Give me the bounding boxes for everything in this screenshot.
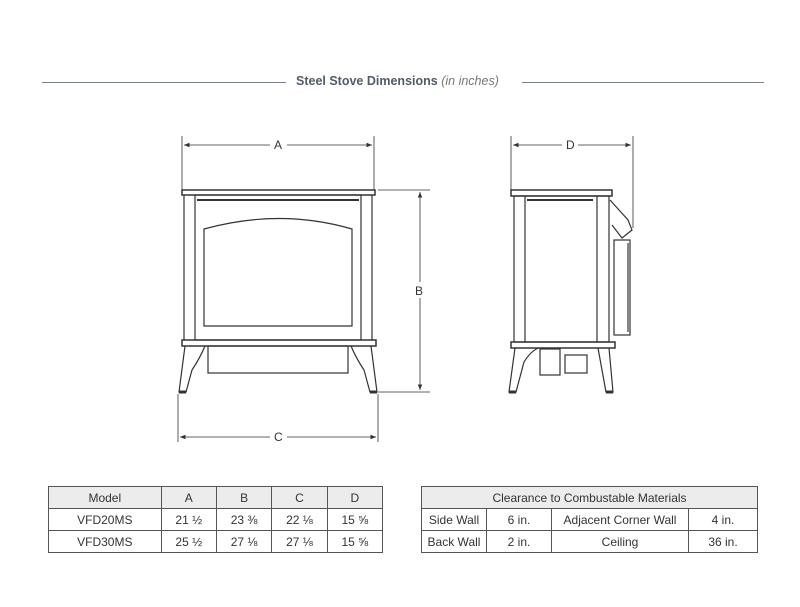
cell-c: 27 ⅛ (271, 530, 328, 553)
title-divider-left (42, 82, 286, 83)
col-header-d: D (326, 486, 384, 509)
stove-diagram: A B C D (177, 136, 634, 444)
title-text: Steel Stove Dimensions (in inches) (296, 74, 499, 88)
title-units: (in inches) (441, 74, 499, 88)
cell-d: 15 ⅝ (326, 508, 384, 531)
table-row: Back Wall 2 in. Ceiling 36 in. (421, 530, 758, 553)
front-view (177, 136, 430, 442)
title-main: Steel Stove Dimensions (296, 74, 438, 88)
cell-location: Ceiling (551, 530, 689, 553)
col-header-model: Model (48, 486, 162, 509)
dim-label-c: C (274, 430, 283, 444)
cell-b: 27 ⅛ (215, 530, 273, 553)
dimensions-table: Model A B C D VFD20MS 21 ½ 23 ⅜ 22 ⅛ 15 … (48, 486, 384, 553)
cell-d: 15 ⅝ (326, 530, 384, 553)
cell-c: 22 ⅛ (271, 508, 328, 531)
cell-clearance: 2 in. (486, 530, 552, 553)
table-header-row: Clearance to Combustable Materials (421, 486, 758, 509)
cell-location: Adjacent Corner Wall (551, 508, 689, 531)
cell-model: VFD30MS (48, 530, 162, 553)
clearance-title: Clearance to Combustable Materials (421, 486, 758, 509)
col-header-c: C (271, 486, 328, 509)
cell-a: 21 ½ (160, 508, 217, 531)
cell-a: 25 ½ (160, 530, 217, 553)
table-row: VFD30MS 25 ½ 27 ⅛ 27 ⅛ 15 ⅝ (48, 530, 384, 553)
section-title: Steel Stove Dimensions (in inches) (0, 72, 800, 92)
cell-clearance: 4 in. (688, 508, 758, 531)
cell-location: Side Wall (421, 508, 487, 531)
cell-location: Back Wall (421, 530, 487, 553)
table-row: Side Wall 6 in. Adjacent Corner Wall 4 i… (421, 508, 758, 531)
dim-label-b: B (415, 284, 423, 298)
table-header-row: Model A B C D (48, 486, 384, 509)
cell-model: VFD20MS (48, 508, 162, 531)
col-header-a: A (160, 486, 217, 509)
table-row: VFD20MS 21 ½ 23 ⅜ 22 ⅛ 15 ⅝ (48, 508, 384, 531)
clearance-table: Clearance to Combustable Materials Side … (421, 486, 758, 553)
dim-label-d: D (566, 138, 575, 152)
col-header-b: B (215, 486, 273, 509)
cell-clearance: 36 in. (688, 530, 758, 553)
cell-b: 23 ⅜ (215, 508, 273, 531)
cell-clearance: 6 in. (486, 508, 552, 531)
side-view (508, 136, 634, 394)
title-divider-right (522, 82, 764, 83)
dim-label-a: A (274, 138, 282, 152)
